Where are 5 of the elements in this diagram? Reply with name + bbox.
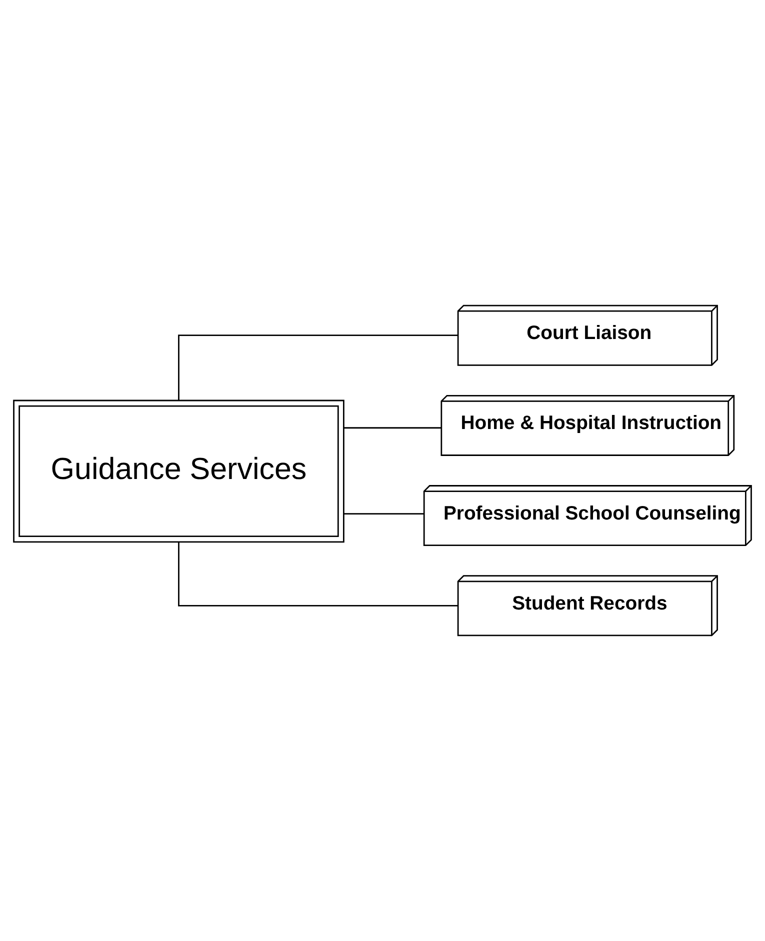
connector (344, 427, 441, 429)
connector (178, 542, 458, 606)
connector (344, 513, 424, 515)
node-box: Guidance Services (13, 400, 344, 543)
connector (178, 334, 458, 400)
